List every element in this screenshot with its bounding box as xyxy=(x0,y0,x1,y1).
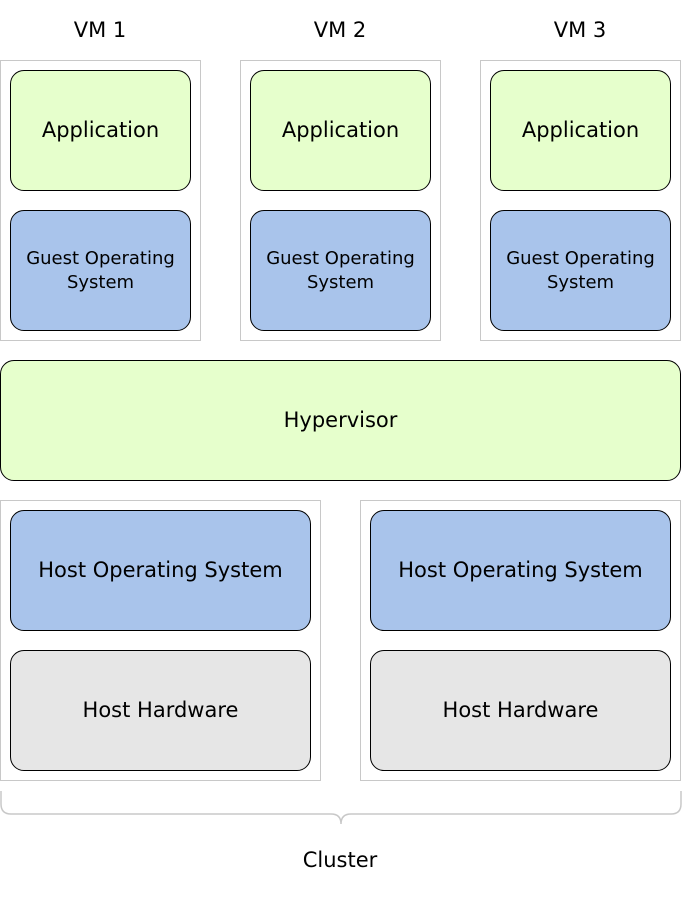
host1-hardware-label: Host Hardware xyxy=(82,697,239,722)
vm1-guest-os-label: Guest Operating System xyxy=(26,248,175,293)
vm1-label: VM 1 xyxy=(73,18,127,42)
vm3-label: VM 3 xyxy=(553,18,607,42)
cluster-label: Cluster xyxy=(302,848,378,872)
vm3-application-label: Application xyxy=(521,117,640,142)
host2-hardware-box: Host Hardware xyxy=(370,650,671,771)
host2-hardware-label: Host Hardware xyxy=(442,697,599,722)
hypervisor-label: Hypervisor xyxy=(283,407,398,432)
vm2-guest-os-box: Guest Operating System xyxy=(250,210,431,331)
vm2-label: VM 2 xyxy=(313,18,367,42)
vm3-application-box: Application xyxy=(490,70,671,191)
cluster-brace xyxy=(0,791,682,825)
vm2-application-box: Application xyxy=(250,70,431,191)
vm3-guest-os-box: Guest Operating System xyxy=(490,210,671,331)
host1-os-label: Host Operating System xyxy=(38,557,283,582)
vm2-application-label: Application xyxy=(281,117,400,142)
hypervisor-box: Hypervisor xyxy=(0,360,681,481)
vm2-guest-os-label: Guest Operating System xyxy=(266,248,415,293)
vm1-guest-os-box: Guest Operating System xyxy=(10,210,191,331)
host2-os-box: Host Operating System xyxy=(370,510,671,631)
host2-os-label: Host Operating System xyxy=(398,557,643,582)
vm1-application-label: Application xyxy=(41,117,160,142)
vm1-application-box: Application xyxy=(10,70,191,191)
host1-os-box: Host Operating System xyxy=(10,510,311,631)
host1-hardware-box: Host Hardware xyxy=(10,650,311,771)
vm3-guest-os-label: Guest Operating System xyxy=(506,248,655,293)
